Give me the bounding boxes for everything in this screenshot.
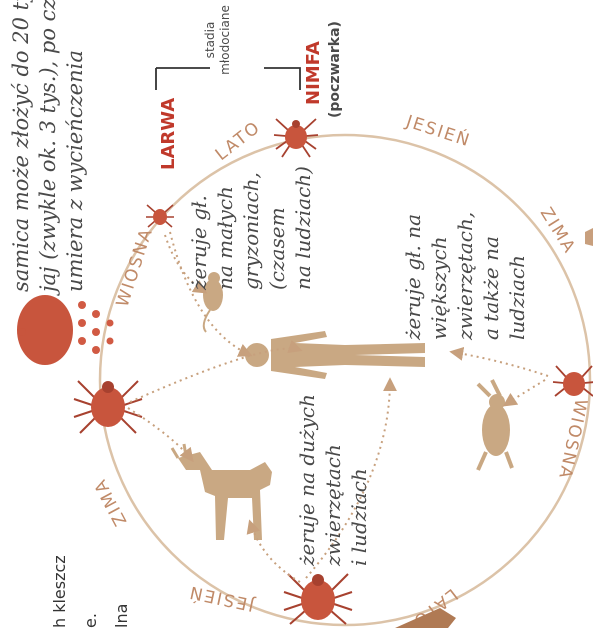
season-spring-top: WIOSNA bbox=[113, 225, 157, 309]
nymph-feed-4: a także na bbox=[479, 236, 503, 340]
life-cycle-circle bbox=[100, 135, 590, 625]
juvenile-label-2: młodociane bbox=[218, 5, 232, 75]
nymph-feed-1: żeruje gł. na bbox=[401, 214, 425, 341]
season-autumn-left: JESIEŃ bbox=[186, 581, 257, 617]
nymph-tick-right bbox=[553, 366, 593, 396]
season-summer-top: LATO bbox=[212, 117, 265, 165]
larva-feed-1: żeruje gł. bbox=[187, 195, 211, 291]
cut-text-2: e. bbox=[81, 613, 100, 628]
cut-off-text-block: h kleszcz e. lna bbox=[50, 555, 131, 628]
nymph-feeding-text: żeruje gł. na większych zwierzętach, a t… bbox=[401, 212, 529, 341]
larva-tick bbox=[146, 205, 174, 227]
eggs bbox=[78, 301, 114, 354]
season-winter-left: ZIMA bbox=[90, 475, 132, 529]
cut-text-3: lna bbox=[112, 604, 131, 628]
nymph-label: NIMFA bbox=[303, 41, 324, 105]
nymph-feed-2: większych bbox=[427, 236, 451, 340]
egg-note-line-1: samica może złożyć do 20 tys. bbox=[9, 0, 33, 292]
larva-feed-3: gryzoniach, bbox=[239, 172, 263, 290]
larva-feed-5: na ludziach) bbox=[291, 166, 315, 290]
egg-note-line-3: umiera z wycieńczenia bbox=[63, 50, 87, 292]
cut-text-1: h kleszcz bbox=[50, 555, 69, 628]
female-egg-note: samica może złożyć do 20 tys. jaj (zwykl… bbox=[9, 0, 87, 296]
juvenile-stages-group: stadia młodociane bbox=[156, 5, 300, 90]
adult-feeding-text: żeruje na dużych zwierzętach i ludziach bbox=[295, 394, 371, 567]
larva-feeding-text: żeruje gł. na małych gryzoniach, (czasem… bbox=[187, 166, 315, 291]
adult-feed-3: i ludziach bbox=[347, 468, 371, 566]
adult-feed-2: zwierzętach bbox=[321, 444, 345, 567]
partial-illustration-right bbox=[585, 228, 593, 246]
larva-feed-2: na małych bbox=[213, 186, 237, 290]
larva-feed-4: (czasem bbox=[265, 207, 289, 290]
nymph-feed-3: zwierzętach, bbox=[453, 212, 477, 341]
egg-note-line-2: jaj (zwykle ok. 3 tys.), po czym bbox=[36, 0, 60, 296]
deer-icon bbox=[172, 444, 272, 540]
adult-feed-1: żeruje na dużych bbox=[295, 394, 319, 567]
adult-tick-left bbox=[74, 381, 142, 433]
season-winter-right: ZIMA bbox=[536, 204, 580, 258]
nymph-feed-5: ludziach bbox=[505, 255, 529, 340]
nymph-sublabel: (poczwarka) bbox=[327, 21, 343, 118]
egg-laying-female-tick bbox=[17, 295, 114, 365]
larva-label: LARWA bbox=[158, 98, 179, 170]
juvenile-label-1: stadia bbox=[203, 22, 217, 59]
rabbit-icon bbox=[478, 380, 512, 470]
human-icon bbox=[245, 331, 425, 379]
season-spring-bottom: WIOSNA bbox=[554, 397, 591, 482]
adult-tick-bottom bbox=[284, 574, 352, 624]
